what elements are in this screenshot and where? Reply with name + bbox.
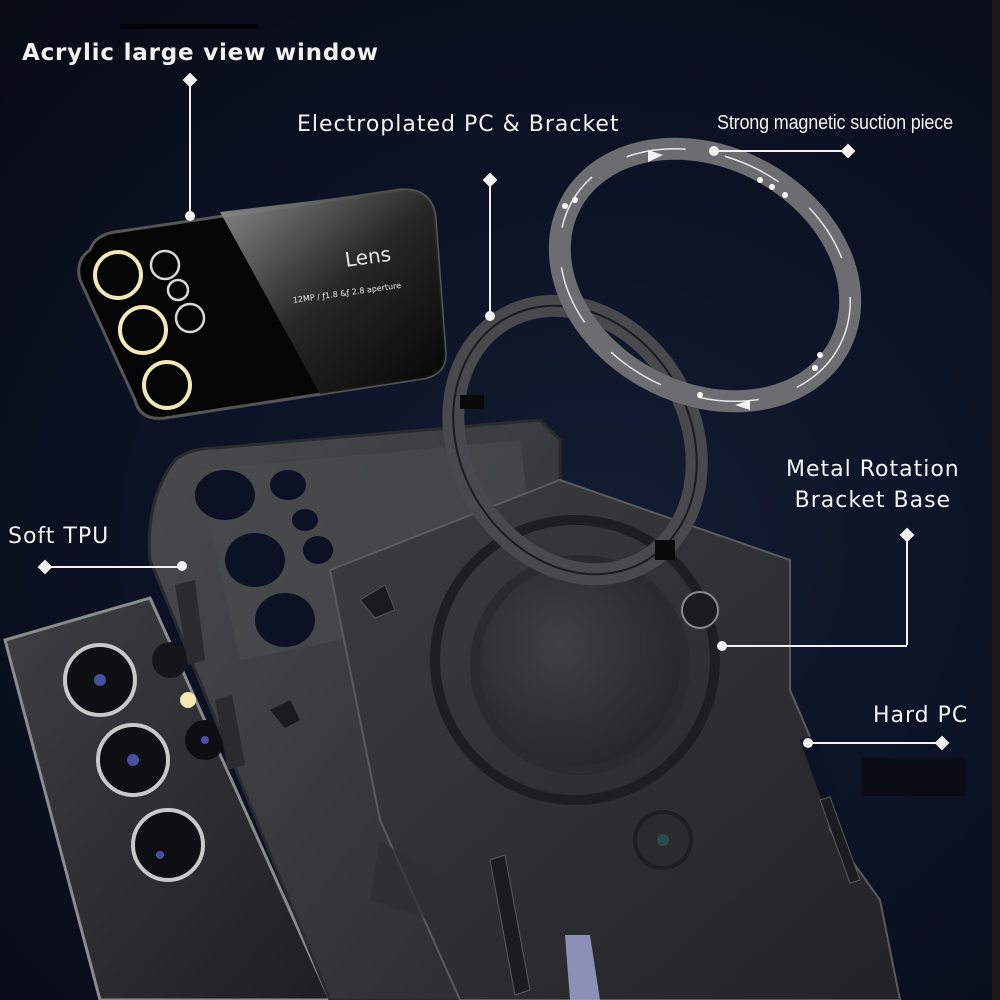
label-magnetic-suction: Strong magnetic suction piece: [717, 112, 953, 134]
label-soft-tpu: Soft TPU: [8, 524, 110, 549]
right-edge-strip: [992, 0, 1000, 1000]
label-electroplated-pc-bracket: Electroplated PC & Bracket: [297, 112, 620, 137]
magnetic-ring: [548, 137, 862, 413]
dark-mask-block: [862, 758, 966, 796]
phone: [3, 596, 332, 1000]
top-bar-divider: [120, 24, 258, 29]
hard-pc-frame: [328, 478, 902, 1000]
acrylic-lens-cover: [77, 188, 447, 420]
label-metal-rotation-base: Metal Rotation Bracket Base: [786, 454, 960, 516]
label-hard-pc: Hard PC: [873, 703, 969, 728]
callout-lines: [37, 72, 950, 751]
label-acrylic-window: Acrylic large view window: [22, 40, 379, 66]
label-metal-rotation-line1: Metal Rotation: [786, 457, 960, 482]
label-metal-rotation-line2: Bracket Base: [794, 488, 952, 513]
